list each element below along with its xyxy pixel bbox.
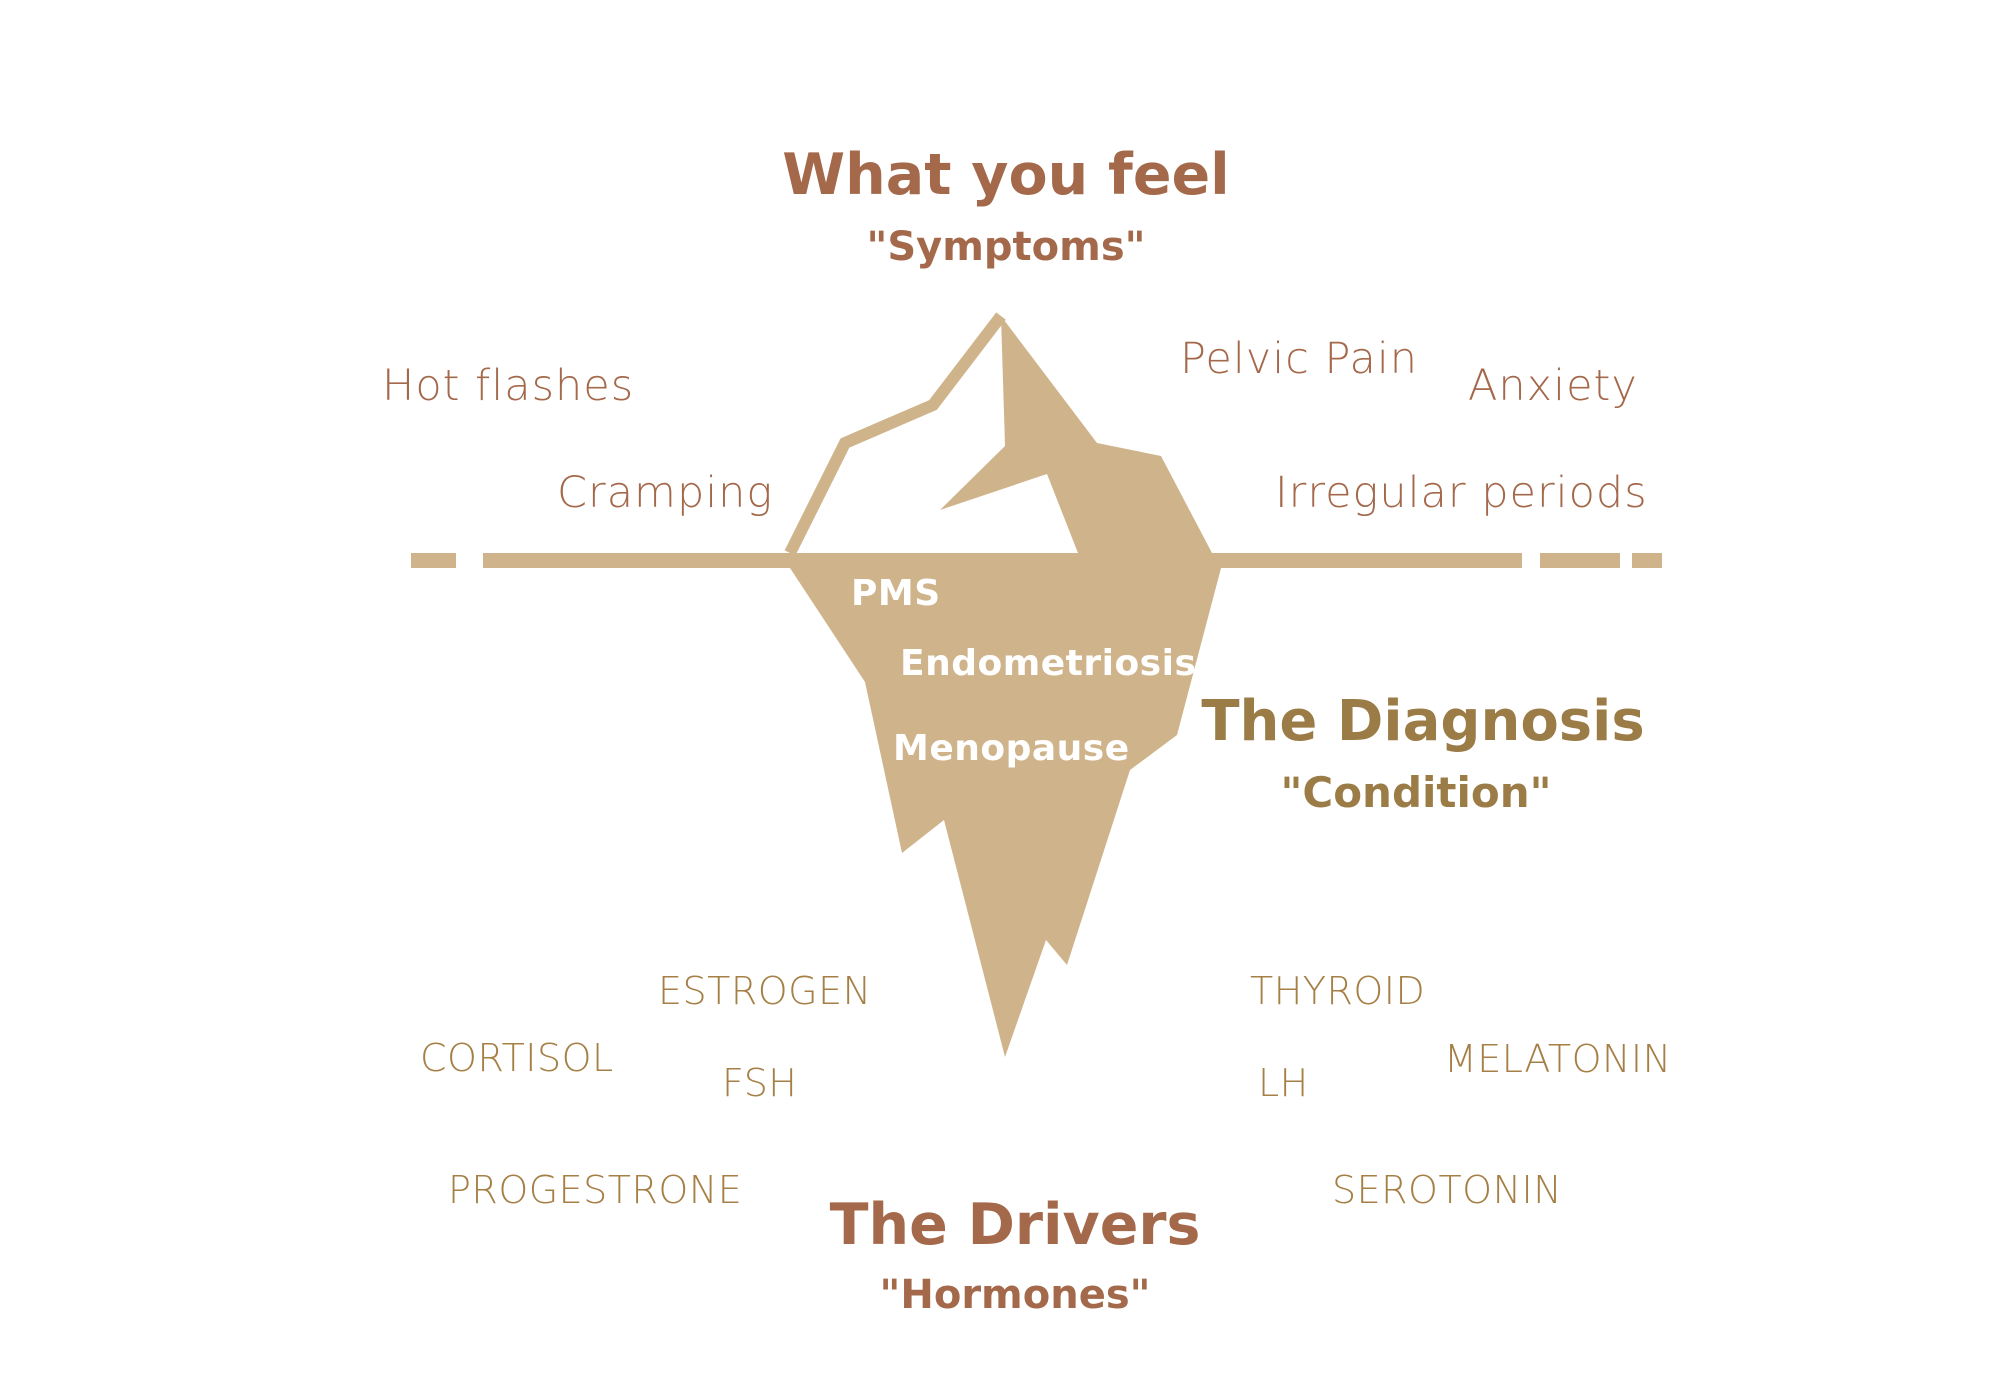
symptom-label: Anxiety: [1468, 361, 1638, 411]
waterline-left: [483, 553, 795, 568]
hormone-label: SEROTONIN: [1332, 1168, 1563, 1212]
symptoms-subtitle: "Symptoms": [866, 224, 1146, 270]
condition-label: PMS: [851, 573, 941, 614]
hormone-label: THYROID: [1250, 969, 1426, 1013]
waterline-dash: [1540, 553, 1620, 568]
waterline-dash: [1632, 553, 1662, 568]
iceberg-tip-outline: [784, 312, 1006, 556]
hormone-label: PROGESTRONE: [448, 1168, 743, 1212]
diagnosis-subtitle: "Condition": [1280, 768, 1552, 817]
waterline-dash: [411, 553, 456, 568]
symptom-label: Cramping: [557, 468, 774, 518]
drivers-title: The Drivers: [829, 1192, 1201, 1258]
iceberg-body: [786, 553, 1225, 1057]
iceberg-tip-shaded: [940, 316, 1212, 553]
symptom-label: Irregular periods: [1275, 468, 1648, 518]
symptoms-title: What you feel: [782, 142, 1230, 208]
hormone-label: LH: [1258, 1061, 1309, 1105]
waterline-right: [1212, 553, 1522, 568]
hormone-label: ESTROGEN: [658, 969, 872, 1013]
diagnosis-title: The Diagnosis: [1201, 689, 1645, 754]
condition-label: Endometriosis: [900, 643, 1197, 684]
condition-label: Menopause: [893, 728, 1130, 769]
hormone-label: MELATONIN: [1444, 1037, 1672, 1081]
hormone-label: FSH: [722, 1061, 798, 1105]
symptom-label: Hot flashes: [382, 361, 635, 411]
hormone-label: CORTISOL: [420, 1036, 614, 1080]
symptom-label: Pelvic Pain: [1180, 334, 1419, 384]
drivers-subtitle: "Hormones": [879, 1272, 1151, 1318]
